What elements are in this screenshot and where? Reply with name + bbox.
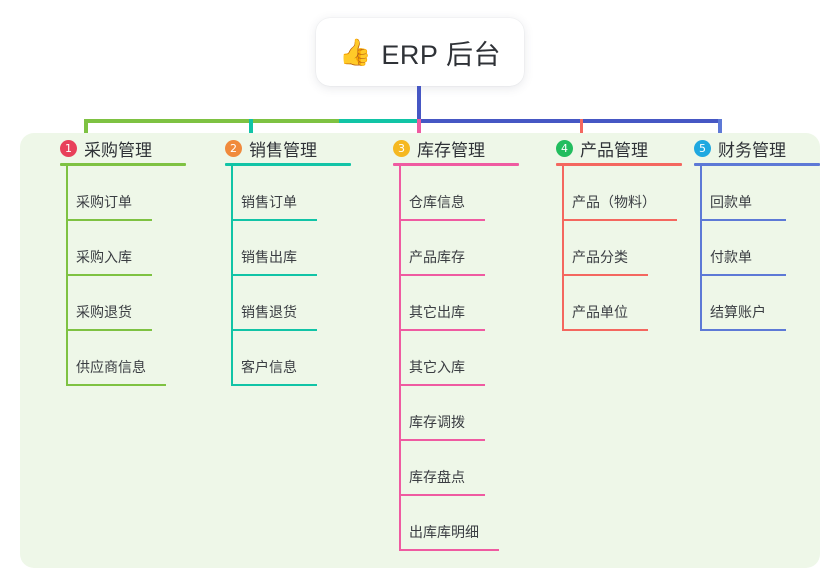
column-header-4[interactable]: 4 产品管理 bbox=[538, 133, 688, 163]
connector-bus-blue bbox=[419, 119, 720, 123]
column-rule bbox=[225, 163, 351, 166]
diagram-panel: 1 采购管理采购订单采购入库采购退货供应商信息 2 销售管理销售订单销售出库销售退货客… bbox=[20, 133, 820, 568]
list-item-label: 付款单 bbox=[710, 249, 752, 265]
column-rule bbox=[694, 163, 820, 166]
column-title: 产品管理 bbox=[580, 140, 648, 160]
column-4: 4 产品管理产品（物料） 产品分类产品单位 bbox=[538, 133, 688, 331]
list-item-label: 采购退货 bbox=[76, 304, 132, 320]
list-item[interactable]: 库存调拨 bbox=[375, 386, 525, 441]
column-header-2[interactable]: 2 销售管理 bbox=[207, 133, 357, 163]
list-item-label: 客户信息 bbox=[241, 359, 297, 375]
list-item[interactable]: 库存盘点 bbox=[375, 441, 525, 496]
list-item[interactable]: 供应商信息 bbox=[42, 331, 192, 386]
root-node-title: ERP 后台 bbox=[381, 39, 501, 70]
column-rule bbox=[393, 163, 519, 166]
list-item[interactable]: 付款单 bbox=[676, 221, 826, 276]
list-item-label: 产品库存 bbox=[409, 249, 465, 265]
column-badge-icon: 3 bbox=[393, 139, 410, 157]
list-item-label: 产品分类 bbox=[572, 249, 628, 265]
connector-bus-green bbox=[84, 119, 339, 123]
column-1: 1 采购管理采购订单采购入库采购退货供应商信息 bbox=[42, 133, 192, 386]
list-item[interactable]: 销售出库 bbox=[207, 221, 357, 276]
list-item[interactable]: 出库库明细 bbox=[375, 496, 525, 551]
column-badge-icon: 1 bbox=[60, 139, 77, 157]
list-item-label: 产品（物料） bbox=[572, 194, 656, 210]
column-items: 采购订单采购入库采购退货供应商信息 bbox=[42, 166, 192, 386]
list-item[interactable]: 销售订单 bbox=[207, 166, 357, 221]
list-item[interactable]: 客户信息 bbox=[207, 331, 357, 386]
column-items: 销售订单销售出库销售退货客户信息 bbox=[207, 166, 357, 386]
list-item-label: 产品单位 bbox=[572, 304, 628, 320]
column-title: 财务管理 bbox=[718, 140, 786, 160]
list-item[interactable]: 回款单 bbox=[676, 166, 826, 221]
column-5: 5 财务管理回款单付款单结算账户 bbox=[676, 133, 826, 331]
list-item-label: 库存盘点 bbox=[409, 469, 465, 485]
list-item-label: 供应商信息 bbox=[76, 359, 146, 375]
column-header-3[interactable]: 3 库存管理 bbox=[375, 133, 525, 163]
list-item[interactable]: 产品分类 bbox=[538, 221, 688, 276]
list-item-label: 销售订单 bbox=[241, 194, 297, 210]
list-item-label: 库存调拨 bbox=[409, 414, 465, 430]
column-items: 回款单付款单结算账户 bbox=[676, 166, 826, 331]
column-badge-icon: 2 bbox=[225, 139, 242, 157]
list-item[interactable]: 销售退货 bbox=[207, 276, 357, 331]
list-item-label: 销售出库 bbox=[241, 249, 297, 265]
list-item[interactable]: 采购入库 bbox=[42, 221, 192, 276]
column-badge-icon: 5 bbox=[694, 139, 711, 157]
list-item[interactable]: 结算账户 bbox=[676, 276, 826, 331]
list-item-label: 其它入库 bbox=[409, 359, 465, 375]
list-item-label: 回款单 bbox=[710, 194, 752, 210]
column-header-5[interactable]: 5 财务管理 bbox=[676, 133, 826, 163]
connector-bus-teal bbox=[339, 119, 419, 123]
list-item-label: 结算账户 bbox=[710, 304, 766, 320]
column-2: 2 销售管理销售订单销售出库销售退货客户信息 bbox=[207, 133, 357, 386]
list-item[interactable]: 其它出库 bbox=[375, 276, 525, 331]
list-item-label: 其它出库 bbox=[409, 304, 465, 320]
list-item-label: 仓库信息 bbox=[409, 194, 465, 210]
thumbs-up-icon: 👍 bbox=[339, 37, 372, 67]
list-item-label: 采购订单 bbox=[76, 194, 132, 210]
list-item[interactable]: 其它入库 bbox=[375, 331, 525, 386]
column-title: 库存管理 bbox=[417, 140, 485, 160]
list-item-label: 采购入库 bbox=[76, 249, 132, 265]
list-item[interactable]: 仓库信息 bbox=[375, 166, 525, 221]
list-item[interactable]: 采购退货 bbox=[42, 276, 192, 331]
column-3: 3 库存管理仓库信息产品库存其它出库其它入库库存调拨库存盘点出库库明细 bbox=[375, 133, 525, 551]
list-item[interactable]: 产品（物料） bbox=[538, 166, 688, 221]
list-item[interactable]: 产品库存 bbox=[375, 221, 525, 276]
list-item-label: 出库库明细 bbox=[409, 524, 479, 540]
list-item[interactable]: 产品单位 bbox=[538, 276, 688, 331]
list-item-label: 销售退货 bbox=[241, 304, 297, 320]
column-rule bbox=[60, 163, 186, 166]
column-header-1[interactable]: 1 采购管理 bbox=[42, 133, 192, 163]
column-title: 销售管理 bbox=[249, 140, 317, 160]
root-node-card[interactable]: 👍 ERP 后台 bbox=[316, 18, 524, 86]
column-title: 采购管理 bbox=[84, 140, 152, 160]
column-badge-icon: 4 bbox=[556, 139, 573, 157]
list-item[interactable]: 采购订单 bbox=[42, 166, 192, 221]
connector-stem-center bbox=[417, 86, 421, 121]
column-items: 产品（物料） 产品分类产品单位 bbox=[538, 166, 688, 331]
column-items: 仓库信息产品库存其它出库其它入库库存调拨库存盘点出库库明细 bbox=[375, 166, 525, 551]
column-rule bbox=[556, 163, 682, 166]
